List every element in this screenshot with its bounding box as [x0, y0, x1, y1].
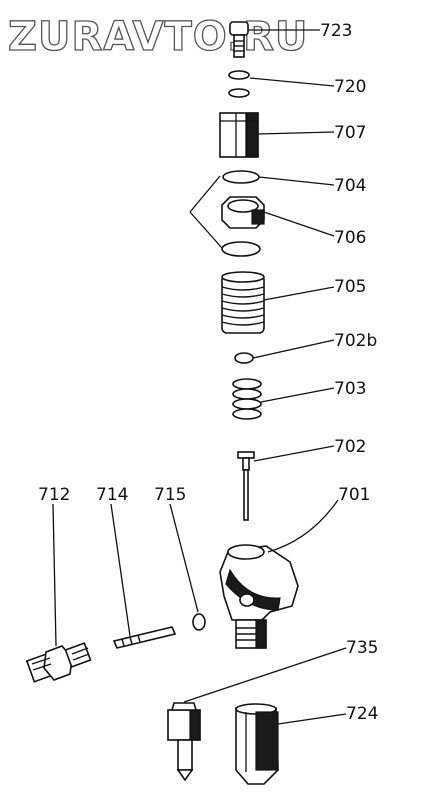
callout-720: 720 — [334, 77, 366, 97]
part-702-needle — [237, 451, 255, 521]
part-705-sleeve — [221, 271, 265, 334]
part-704-washer-lower — [221, 241, 261, 257]
callout-714: 714 — [96, 485, 128, 505]
part-720-washers — [228, 70, 250, 98]
callout-723: 723 — [320, 21, 352, 41]
callout-715: 715 — [154, 485, 186, 505]
part-724-cap-nut — [235, 703, 279, 785]
part-702b-washer — [234, 352, 254, 364]
watermark: ZURAVTO.RU — [8, 14, 308, 60]
callout-labels: 723 720 707 704 706 705 702b 703 702 701… — [38, 21, 378, 724]
callout-712: 712 — [38, 485, 70, 505]
callout-702b: 702b — [334, 331, 377, 351]
part-707-nut — [219, 112, 259, 158]
part-735-nozzle — [167, 702, 201, 782]
leader-lines — [52, 29, 347, 725]
callout-704: 704 — [334, 176, 366, 196]
callout-735: 735 — [346, 638, 378, 658]
part-712-fitting — [25, 642, 92, 683]
callout-707: 707 — [334, 123, 366, 143]
bracket-704 — [189, 175, 223, 249]
part-714-rod — [112, 626, 177, 649]
part-703-spring — [232, 378, 262, 420]
callout-701: 701 — [338, 485, 370, 505]
callout-705: 705 — [334, 277, 366, 297]
part-715-ring — [192, 613, 206, 631]
callout-706: 706 — [334, 228, 366, 248]
callout-702: 702 — [334, 437, 366, 457]
part-701-injector-body — [219, 544, 299, 649]
callout-724: 724 — [346, 704, 378, 724]
part-723-bolt — [229, 21, 249, 58]
part-704-washer-upper — [222, 170, 260, 184]
callout-703: 703 — [334, 379, 366, 399]
part-706-nut — [221, 196, 265, 229]
